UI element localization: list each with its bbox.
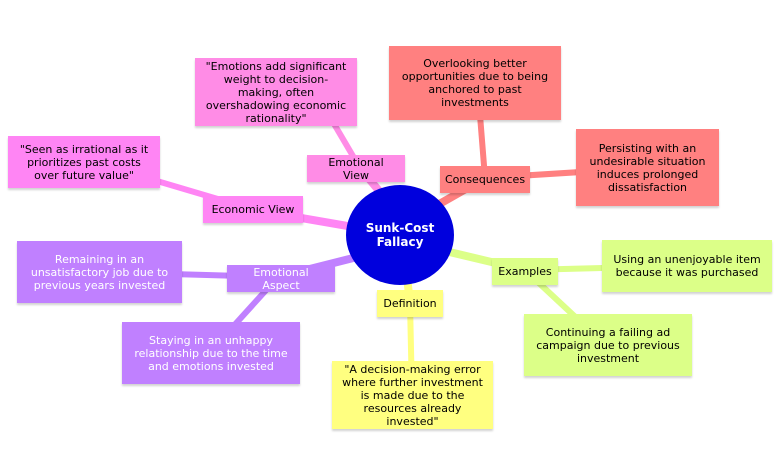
branch-emotional-view-label: Emotional View	[328, 155, 384, 182]
branch-economic-view[interactable]: Economic View	[203, 196, 303, 223]
branch-emotional-view[interactable]: Emotional View	[307, 155, 405, 182]
leaf-examples-1[interactable]: Using an unenjoyable item because it was…	[602, 240, 772, 292]
leaf-consequences-2-text: Persisting with an undesirable situation…	[589, 141, 706, 194]
leaf-consequences-1[interactable]: Overlooking better opportunities due to …	[389, 46, 561, 120]
leaf-examples-1-text: Using an unenjoyable item because it was…	[613, 253, 761, 279]
leaf-definition-1-text: "A decision-making error where further i…	[342, 362, 483, 428]
branch-examples[interactable]: Examples	[492, 258, 558, 285]
branch-consequences-label: Consequences	[444, 173, 526, 186]
leaf-emotional-view-1-text: "Emotions add significant weight to deci…	[205, 59, 347, 125]
leaf-consequences-2[interactable]: Persisting with an undesirable situation…	[576, 129, 719, 206]
leaf-economic-view-1-text: "Seen as irrational as it prioritizes pa…	[19, 142, 149, 182]
leaf-economic-view-1[interactable]: "Seen as irrational as it prioritizes pa…	[8, 136, 160, 188]
leaf-consequences-1-text: Overlooking better opportunities due to …	[401, 57, 549, 109]
leaf-examples-2[interactable]: Continuing a failing ad campaign due to …	[524, 314, 692, 376]
leaf-definition-1[interactable]: "A decision-making error where further i…	[332, 361, 493, 429]
leaf-emotional-aspect-2-text: Staying in an unhappy relationship due t…	[134, 333, 288, 373]
branch-examples-label: Examples	[498, 265, 552, 278]
branch-definition[interactable]: Definition	[377, 290, 443, 317]
leaf-emotional-aspect-1[interactable]: Remaining in an unsatisfactory job due t…	[17, 241, 182, 303]
leaf-emotional-view-1[interactable]: "Emotions add significant weight to deci…	[195, 58, 357, 126]
root-node[interactable]: Sunk-Cost Fallacy	[346, 185, 454, 285]
branch-emotional-aspect[interactable]: Emotional Aspect	[227, 265, 335, 292]
branch-consequences[interactable]: Consequences	[440, 166, 530, 193]
leaf-emotional-aspect-1-text: Remaining in an unsatisfactory job due t…	[30, 252, 169, 292]
branch-emotional-aspect-label: Emotional Aspect	[253, 265, 309, 292]
leaf-examples-2-text: Continuing a failing ad campaign due to …	[536, 325, 680, 365]
root-label: Sunk-Cost Fallacy	[365, 221, 435, 249]
branch-economic-view-label: Economic View	[211, 203, 295, 216]
branch-definition-label: Definition	[383, 297, 437, 310]
leaf-emotional-aspect-2[interactable]: Staying in an unhappy relationship due t…	[122, 322, 300, 384]
